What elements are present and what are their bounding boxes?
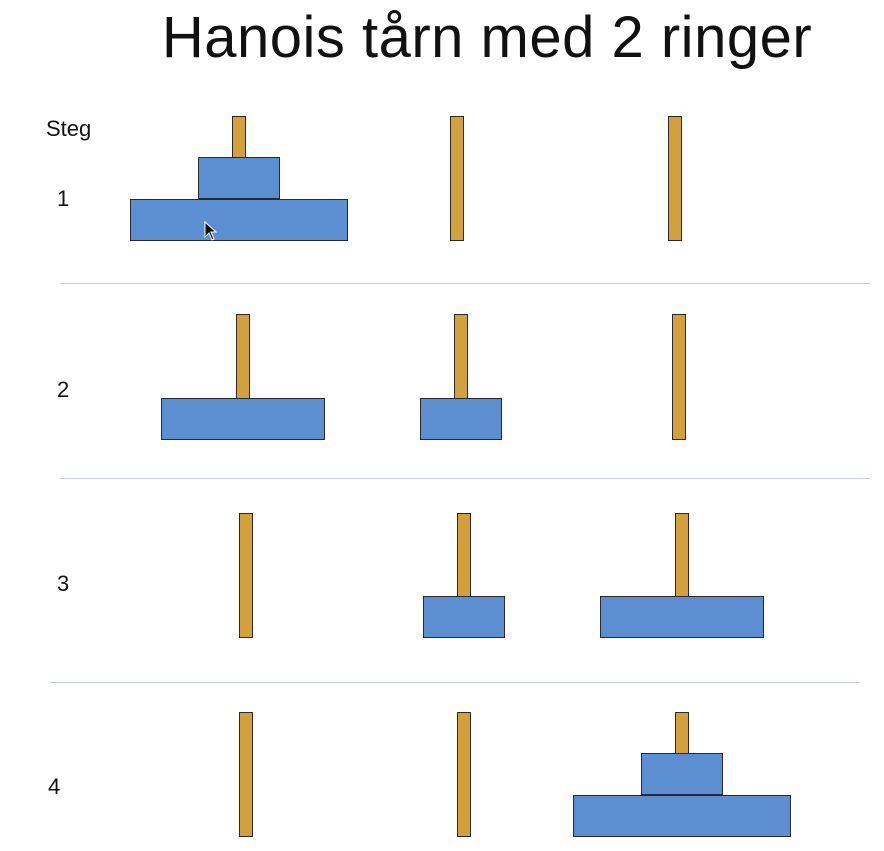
tower-peg <box>672 314 686 440</box>
step-column-header: Steg <box>46 116 92 141</box>
step-separator <box>60 478 870 479</box>
ring-small[interactable] <box>420 398 502 440</box>
ring-large[interactable] <box>161 398 325 440</box>
ring-large[interactable] <box>573 795 791 837</box>
mouse-cursor-icon <box>204 221 218 241</box>
step-label: 4 <box>48 774 61 799</box>
ring-large[interactable] <box>130 199 348 241</box>
ring-large[interactable] <box>600 596 764 638</box>
step-label: 1 <box>57 186 70 211</box>
tower-peg <box>668 116 682 241</box>
tower-peg <box>239 712 253 837</box>
step-label: 3 <box>57 571 70 596</box>
ring-small[interactable] <box>198 157 280 199</box>
ring-small[interactable] <box>641 753 723 795</box>
tower-peg <box>239 513 253 638</box>
tower-peg <box>457 712 471 837</box>
step-label: 2 <box>57 377 70 402</box>
slide-title: Hanois tårn med 2 ringer <box>161 5 813 70</box>
step-separator <box>50 682 860 683</box>
tower-peg <box>450 116 464 241</box>
step-separator <box>60 283 870 284</box>
ring-small[interactable] <box>423 596 505 638</box>
